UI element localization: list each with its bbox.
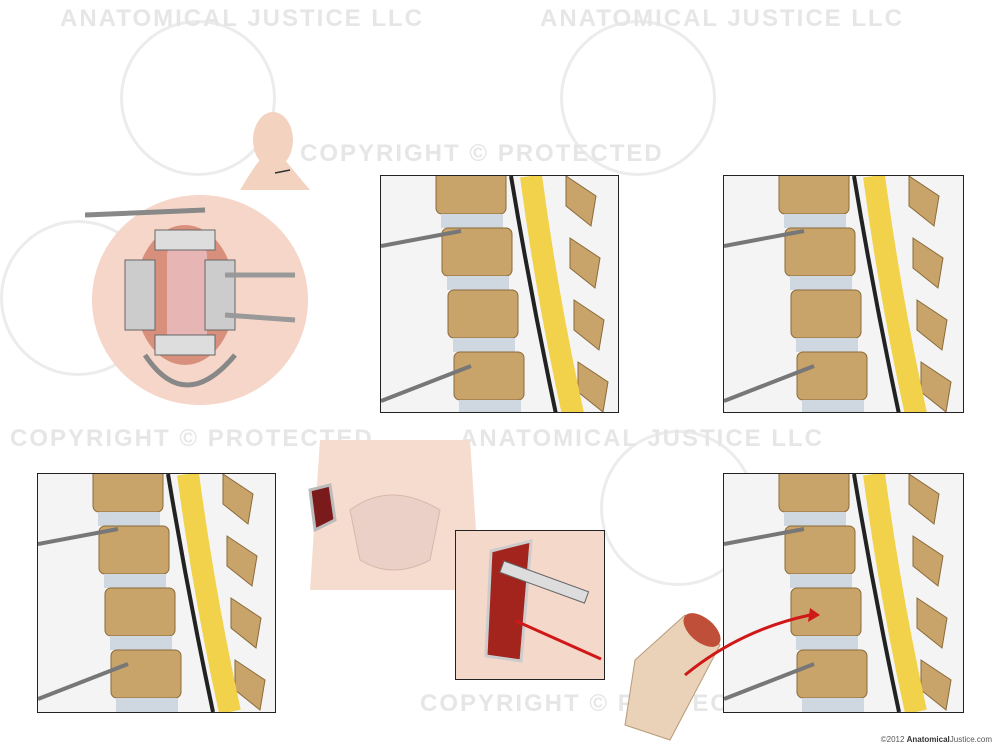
panel-corpectomy [723,175,964,413]
dura [509,176,558,412]
watermark-text: COPYRIGHT © PROTECTED [420,690,784,717]
intervertebral-disc [796,338,858,352]
spinal-cord [520,176,584,412]
graft-transfer-arrow [684,608,820,677]
intervertebral-disc [447,276,509,290]
lamina [573,299,605,351]
vertebral-body [778,474,850,513]
intervertebral-disc [459,400,521,412]
vertebral-body [784,525,856,575]
lamina [569,237,601,289]
lamina [912,237,944,289]
pin-distractor [724,527,805,546]
watermark-text: COPYRIGHT © PROTECTED [300,140,664,167]
intervertebral-disc [98,512,160,526]
lamina [920,659,952,711]
vertebral-body [435,176,507,215]
pelvis-donor-site-illustration [308,440,480,590]
vertebral-body [778,176,850,215]
watermark-text: COPYRIGHT © PROTECTED [10,425,374,452]
intervertebral-disc [116,698,178,712]
spinal-cord [863,176,927,412]
lamina [916,299,948,351]
intervertebral-disc [790,574,852,588]
intervertebral-disc [796,636,858,650]
watermark-seal [560,20,716,176]
dura [852,474,901,712]
lamina [230,597,262,649]
pin-distractor [724,364,815,403]
dura [852,176,901,412]
lamina [234,659,266,711]
lamina [916,597,948,649]
vertebral-body [447,289,519,339]
vertebral-body [98,525,170,575]
pin-distractor [724,229,805,248]
intervertebral-disc [104,574,166,588]
bone-graft-illustration [624,613,721,741]
pin-distractor [38,662,129,701]
watermark-text: ANATOMICAL JUSTICE LLC [460,425,825,452]
lamina [222,474,254,525]
pin-distractor [381,364,472,403]
panel-discectomy [380,175,619,413]
pin-distractor [38,527,119,546]
lamina [226,535,258,587]
panel-drilling [37,473,276,713]
panel-graft-harvest [455,530,605,680]
dura [166,474,215,712]
copyright-notice: ©2012 AnatomicalJustice.com [880,735,992,744]
vertebral-body [104,587,176,637]
intervertebral-disc [453,338,515,352]
vertebral-body [796,351,868,401]
vertebral-body [110,649,182,699]
vertebral-body [92,474,164,513]
spinal-cord [177,474,241,712]
intervertebral-disc [784,214,846,228]
lamina [577,361,609,412]
anterior-surgical-field [85,195,308,405]
intervertebral-disc [790,276,852,290]
lamina [920,361,952,412]
neck-incision-illustration [240,112,310,190]
vertebral-body [790,289,862,339]
pin-distractor [381,229,462,248]
watermark-text: ANATOMICAL JUSTICE LLC [540,5,905,32]
lamina [908,176,940,227]
intervertebral-disc [784,512,846,526]
watermark-seal [120,20,276,176]
intervertebral-disc [441,214,503,228]
vertebral-body [453,351,525,401]
lamina [912,535,944,587]
lamina [908,474,940,525]
vertebral-body [441,227,513,277]
watermark-text: ANATOMICAL JUSTICE LLC [60,5,425,32]
spinal-cord [863,474,927,712]
intervertebral-disc [802,698,864,712]
panel-graft-placement [723,473,964,713]
vertebral-body [784,227,856,277]
pin-distractor [724,662,815,701]
lamina [565,176,597,227]
intervertebral-disc [802,400,864,412]
intervertebral-disc [110,636,172,650]
